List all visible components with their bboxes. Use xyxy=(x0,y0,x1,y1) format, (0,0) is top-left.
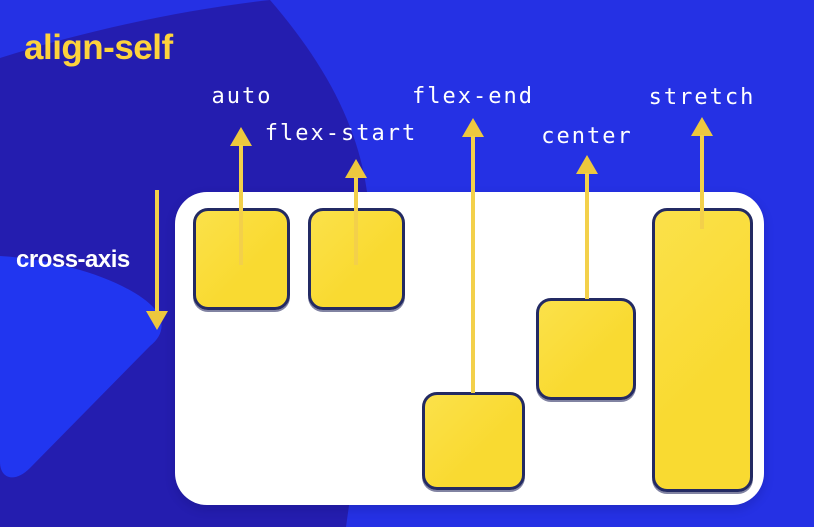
arrow-auto-icon xyxy=(230,127,252,265)
arrow-head xyxy=(462,118,484,137)
cross-axis-arrow-down-icon xyxy=(146,190,168,330)
label-auto: auto xyxy=(211,84,273,109)
label-flex-end: flex-end xyxy=(412,84,534,109)
arrow-head xyxy=(345,159,367,178)
flex-item-flex-end xyxy=(422,392,525,490)
arrow-center-icon xyxy=(576,155,598,299)
arrow-flex-start-icon xyxy=(345,159,367,265)
arrow-shaft xyxy=(585,173,589,299)
background-bright-blob xyxy=(0,256,162,478)
arrow-head xyxy=(230,127,252,146)
arrow-head xyxy=(146,311,168,330)
label-center: center xyxy=(541,124,633,149)
arrow-flex-end-icon xyxy=(462,118,484,393)
flex-item-stretch xyxy=(652,208,753,492)
arrow-shaft xyxy=(700,135,704,229)
arrow-shaft xyxy=(471,136,475,393)
arrow-shaft xyxy=(155,190,159,312)
arrow-shaft xyxy=(239,145,243,265)
cross-axis-label: cross-axis xyxy=(16,246,130,273)
arrow-head xyxy=(691,117,713,136)
arrow-shaft xyxy=(354,177,358,265)
label-stretch: stretch xyxy=(648,85,756,110)
flex-item-center xyxy=(536,298,636,400)
page-title: align-self xyxy=(24,28,173,67)
arrow-stretch-icon xyxy=(691,117,713,229)
arrow-head xyxy=(576,155,598,174)
label-flex-start: flex-start xyxy=(264,121,418,146)
